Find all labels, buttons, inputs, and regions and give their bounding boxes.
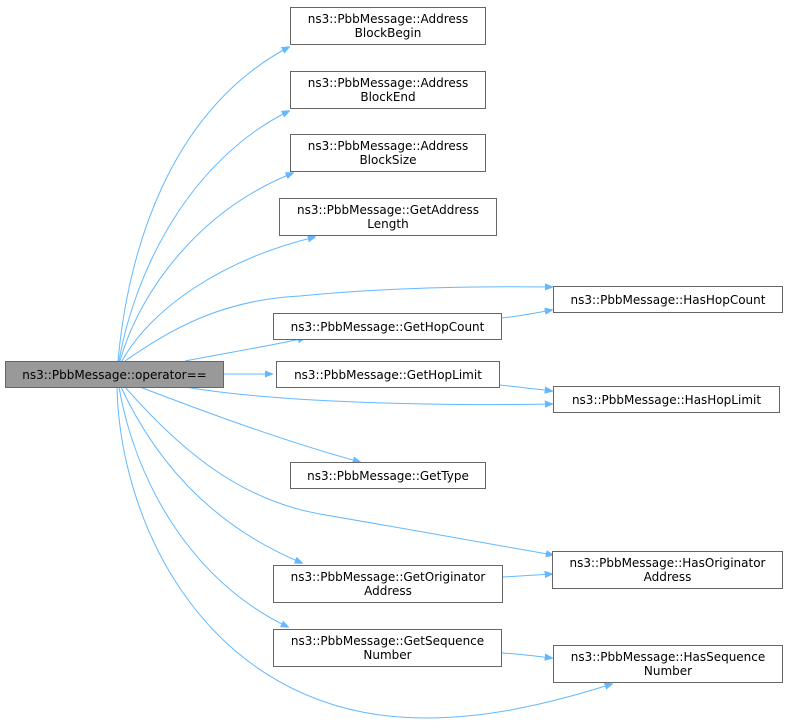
node-get-hop-count[interactable]: ns3::PbbMessage::GetHopCount xyxy=(273,313,502,340)
node-has-hop-limit[interactable]: ns3::PbbMessage::HasHopLimit xyxy=(553,386,780,413)
node-label-line: ns3::PbbMessage::Address xyxy=(307,139,469,153)
node-address-block-end[interactable]: ns3::PbbMessage::Address BlockEnd xyxy=(290,71,486,109)
node-label-line: Length xyxy=(367,217,409,231)
node-address-block-size[interactable]: ns3::PbbMessage::Address BlockSize xyxy=(290,134,486,172)
node-get-type[interactable]: ns3::PbbMessage::GetType xyxy=(290,462,486,489)
node-operator-equals[interactable]: ns3::PbbMessage::operator== xyxy=(5,361,224,388)
node-label-line: ns3::PbbMessage::Address xyxy=(307,76,469,90)
node-label-line: BlockEnd xyxy=(360,90,416,104)
edge-operator-to-address-block-begin xyxy=(117,47,289,362)
edge-operator-to-address-block-end xyxy=(118,111,289,362)
node-label-line: BlockSize xyxy=(359,153,417,167)
node-label-line: ns3::PbbMessage::GetSequence xyxy=(290,634,485,648)
edge-operator-to-has-originator-address xyxy=(124,386,553,555)
node-label-line: ns3::PbbMessage::GetAddress xyxy=(297,203,479,217)
node-label-line: Address xyxy=(643,570,692,584)
edge-get-originator-address-to-has-originator-address xyxy=(502,574,552,577)
edge-operator-to-get-type xyxy=(139,386,360,462)
node-has-sequence-number[interactable]: ns3::PbbMessage::HasSequence Number xyxy=(553,645,783,683)
edge-get-hop-count-to-has-hop-count xyxy=(501,310,552,319)
edge-operator-to-get-hop-count xyxy=(184,338,305,362)
node-label-line: ns3::PbbMessage::GetHopLimit xyxy=(294,367,482,382)
node-label-line: ns3::PbbMessage::HasSequence xyxy=(570,650,766,664)
edge-operator-to-has-hop-count xyxy=(124,287,552,362)
node-label-line: ns3::PbbMessage::HasOriginator xyxy=(569,556,766,570)
node-label-line: ns3::PbbMessage::GetHopCount xyxy=(290,319,485,334)
node-label-line: Address xyxy=(364,584,412,598)
edge-operator-to-address-block-size xyxy=(119,173,293,362)
node-label-line: ns3::PbbMessage::HasHopCount xyxy=(570,292,766,307)
edge-operator-to-has-hop-limit xyxy=(184,386,552,405)
node-address-block-begin[interactable]: ns3::PbbMessage::Address BlockBegin xyxy=(290,7,486,45)
node-get-hop-limit[interactable]: ns3::PbbMessage::GetHopLimit xyxy=(276,361,500,388)
node-label-line: BlockBegin xyxy=(354,26,422,40)
edge-operator-to-get-originator-address xyxy=(120,386,302,563)
edge-get-hop-limit-to-has-hop-limit xyxy=(499,384,552,391)
edge-operator-to-get-address-length xyxy=(121,237,315,362)
node-label-line: ns3::PbbMessage::Address xyxy=(307,12,469,26)
edge-get-sequence-number-to-has-sequence-number xyxy=(501,652,552,658)
node-has-originator-address[interactable]: ns3::PbbMessage::HasOriginator Address xyxy=(552,551,783,589)
edge-operator-to-has-sequence-number xyxy=(116,386,612,719)
node-has-hop-count[interactable]: ns3::PbbMessage::HasHopCount xyxy=(553,286,783,313)
node-label-line: ns3::PbbMessage::operator== xyxy=(22,367,207,382)
node-label-line: Number xyxy=(643,664,693,678)
node-label-line: Number xyxy=(363,648,412,662)
node-label-line: ns3::PbbMessage::HasHopLimit xyxy=(571,392,762,407)
node-label-line: ns3::PbbMessage::GetOriginator xyxy=(290,570,486,584)
edge-operator-to-get-sequence-number xyxy=(118,386,288,627)
node-get-address-length[interactable]: ns3::PbbMessage::GetAddress Length xyxy=(279,198,497,236)
node-get-originator-address[interactable]: ns3::PbbMessage::GetOriginator Address xyxy=(273,565,503,603)
node-label-line: ns3::PbbMessage::GetType xyxy=(307,468,469,483)
node-get-sequence-number[interactable]: ns3::PbbMessage::GetSequence Number xyxy=(273,629,502,667)
